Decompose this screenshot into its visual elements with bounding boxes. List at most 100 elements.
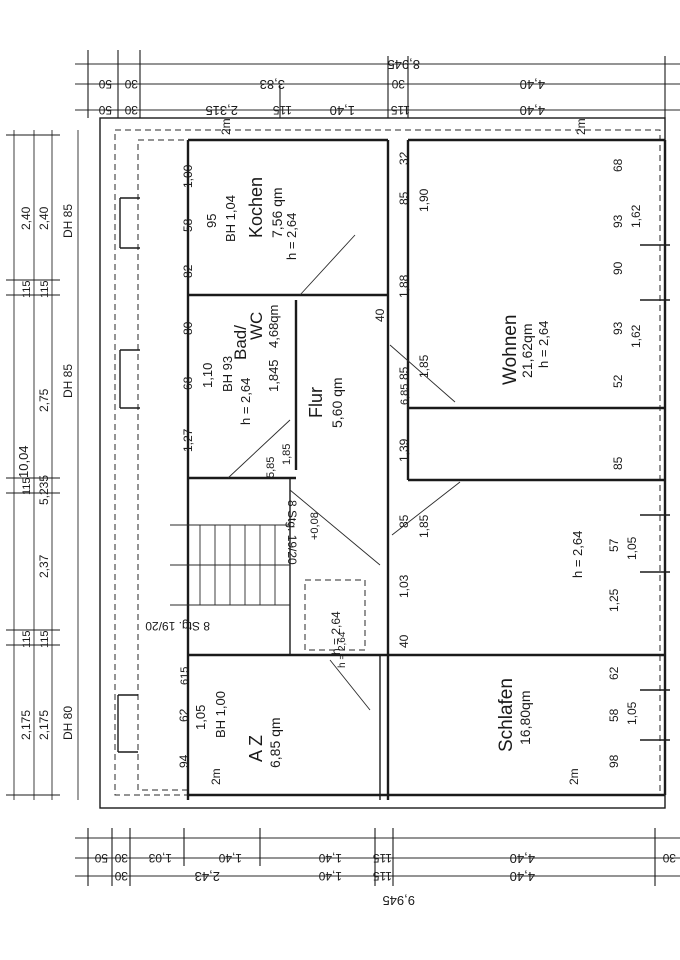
inner-left-dimensions: 1,00 58 82 80 68 1,27 615 62 94 (177, 164, 195, 768)
left-dimensions: 10,04 2,40 2,40 115 115 2,75 5,235 115 2… (6, 130, 79, 800)
marker-2m-2: 2m (209, 768, 223, 785)
dim-top-overall: 8,945 (387, 57, 420, 72)
imd-5: 85 (397, 366, 411, 380)
wohnen-name: Wohnen (500, 315, 521, 385)
dim-bottom-r2-2: 1,40 (318, 869, 342, 883)
dim-bottom-r1-6: 4,40 (510, 851, 535, 866)
dim-bottom-r2-4: 4,40 (510, 869, 535, 884)
ild-6: 615 (179, 667, 191, 685)
wohnen-area: 21,62qm (519, 324, 535, 378)
stairs-lower: 8 Stg. 19/20 (145, 619, 210, 633)
dim-bottom-r2-3: 115 (373, 869, 392, 883)
rd-2: 1,62 (629, 204, 643, 228)
imd-0: 32 (397, 151, 411, 165)
imd-13: 5,85 (265, 457, 277, 478)
room-kochen: Kochen 7,56 qm h = 2,64 BH 1,04 95 (204, 177, 299, 260)
dim-top-r1-3: 30 (391, 77, 405, 91)
marker-2m-3: 2m (567, 768, 581, 785)
dim-bottom-r1-1: 30 (114, 851, 128, 865)
rd-4: 93 (611, 321, 625, 335)
dim-bottom-r1-0: 50 (94, 851, 108, 865)
az-bh: BH 1,00 (213, 691, 228, 738)
ild-0: 1,00 (181, 164, 195, 188)
dim-left-7: 2,37 (37, 554, 51, 578)
imd-7: 6,85 (399, 384, 411, 405)
room-wohnen: Wohnen 21,62qm h = 2,64 (500, 315, 551, 385)
imd-3: 1,88 (397, 274, 411, 298)
height-markers: 2m 2m 2m 2m (209, 118, 588, 785)
rd-0: 68 (611, 158, 625, 172)
dim-bottom-overall: 9,945 (382, 893, 415, 908)
az-area: 6,85 qm (267, 717, 283, 768)
kochen-name: Kochen (246, 177, 266, 238)
dim-left-2: 115 (21, 280, 33, 298)
schlafen-name: Schlafen (496, 678, 517, 752)
door-swings (299, 234, 461, 711)
dim-top-r2-6: 4,40 (520, 103, 545, 118)
stairs-upper: 8 Stg. 19/20 (285, 500, 299, 565)
dim-left-11: 2,175 (37, 710, 51, 740)
dim-top-r2-0: 50 (98, 103, 112, 117)
dim-left-dh-0: DH 85 (61, 204, 75, 238)
dim-top-r2-4: 1,40 (330, 103, 355, 118)
rd-10: 1,25 (607, 588, 621, 612)
ild-7: 62 (177, 708, 191, 722)
dim-left-8: 115 (21, 630, 33, 648)
dim-top-r2-5: 115 (391, 103, 410, 117)
stairs: 8 Stg. 19/20 8 Stg. 19/20 +0,08 h = 2,64… (145, 419, 381, 668)
rd-6: 52 (611, 374, 625, 388)
kochen-bh: BH 1,04 (223, 195, 238, 242)
rd-5: 1,62 (629, 324, 643, 348)
middle-height: h = 2,64 (570, 531, 585, 578)
dim-top-r1-2: 3,83 (260, 77, 285, 92)
dim-left-6: 115 (21, 477, 33, 495)
marker-2m-1: 2m (574, 118, 588, 135)
room-schlafen: Schlafen 16,80qm (496, 678, 533, 752)
dim-top-r1-4: 4,40 (520, 77, 545, 92)
imd-8: 1,39 (397, 438, 411, 462)
kochen-height: h = 2,64 (284, 213, 299, 260)
flur-name: Flur (306, 387, 326, 418)
imd-10: 1,85 (417, 514, 431, 538)
imd-9: 85 (397, 514, 411, 528)
rd-8: 57 (607, 538, 621, 552)
room-bad: Bad/ WC 4,68qm h = 2,64 BH 93 1,10 1,845 (200, 305, 281, 425)
dim-left-1: 2,40 (37, 206, 51, 230)
schlafen-area: 16,80qm (517, 691, 533, 745)
az-name: A Z (246, 735, 266, 762)
dim-bottom-r1-2: 1,03 (148, 851, 172, 865)
top-dimensions: 8,945 50 30 3,83 30 4,40 50 30 2,315 115… (75, 50, 680, 118)
bad-bh: BH 93 (220, 356, 235, 392)
inner-mid-dimensions: 32 85 1,90 1,88 40 85 1,85 6,85 1,39 85 … (265, 151, 431, 648)
dim-bottom-r1-5: 115 (373, 851, 392, 865)
bad-name2: WC (247, 312, 266, 340)
imd-1: 85 (397, 191, 411, 205)
kochen-d1: 95 (204, 214, 219, 228)
rd-1: 93 (611, 214, 625, 228)
ild-8: 94 (177, 754, 191, 768)
dim-bottom-r2-0: 30 (114, 869, 128, 883)
marker-2m-0: 2m (219, 118, 233, 135)
stairs-level: +0,08 (309, 512, 321, 540)
ild-1: 58 (181, 218, 195, 232)
dim-left-4: 2,75 (37, 388, 51, 412)
dim-left-9: 115 (39, 630, 51, 648)
dim-top-r2-2: 2,315 (205, 103, 238, 118)
room-flur: Flur 5,60 qm (306, 377, 345, 428)
right-dimensions: 68 93 1,62 90 93 1,62 52 85 57 1,05 1,25… (607, 158, 643, 768)
imd-11: 1,03 (397, 574, 411, 598)
bad-d1: 1,10 (200, 363, 215, 388)
rd-7: 85 (611, 456, 625, 470)
imd-4: 40 (373, 308, 387, 322)
room-az: A Z 6,85 qm BH 1,00 1,05 (193, 691, 283, 768)
ild-4: 68 (181, 376, 195, 390)
kochen-area: 7,56 qm (269, 187, 285, 238)
imd-2: 1,90 (417, 188, 431, 212)
az-d1: 1,05 (193, 705, 208, 730)
bad-d2: 1,845 (266, 359, 281, 392)
bad-name: Bad/ (231, 325, 250, 360)
imd-6: 1,85 (417, 354, 431, 378)
dim-top-r2-3: 115 (273, 103, 292, 117)
dim-bottom-r2-1: 2,43 (195, 869, 220, 884)
